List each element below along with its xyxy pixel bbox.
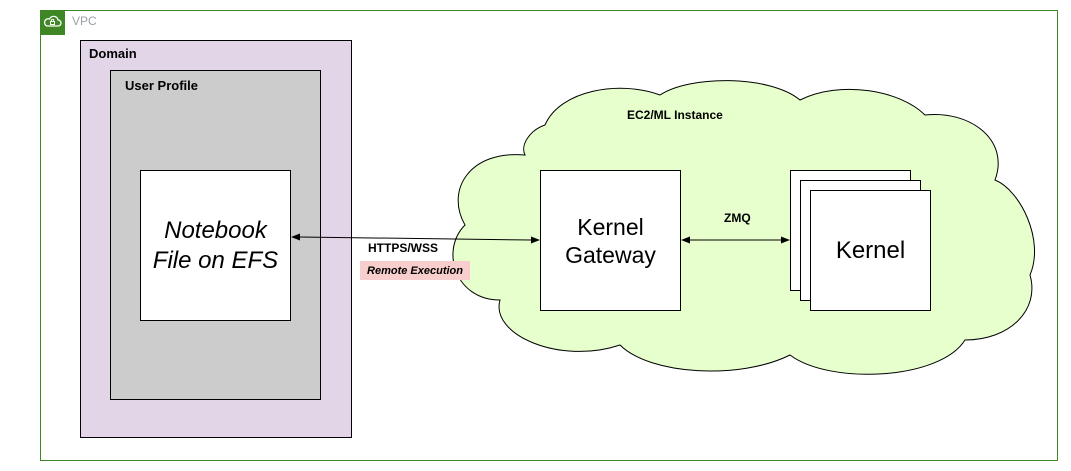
https-arrow-right <box>531 236 540 244</box>
kernel-label: Kernel <box>835 236 906 264</box>
cloud-lock-icon <box>40 10 65 35</box>
vpc-container <box>40 10 1058 461</box>
cloud-label: EC2/ML Instance <box>627 108 723 122</box>
kernel-card-front: Kernel <box>810 190 931 311</box>
zmq-arrow-left <box>681 236 690 244</box>
vpc-label: VPC <box>72 14 97 28</box>
user-profile-label: User Profile <box>125 78 198 93</box>
zmq-label: ZMQ <box>724 211 751 225</box>
notebook-label: Notebook File on EFS <box>152 216 279 274</box>
https-arrow-left <box>291 233 300 241</box>
kernel-gateway-label: Kernel Gateway <box>565 213 656 268</box>
domain-label: Domain <box>89 46 137 61</box>
https-wss-label: HTTPS/WSS <box>368 241 439 255</box>
https-connector <box>299 236 532 241</box>
remote-execution-badge: Remote Execution <box>360 261 470 280</box>
notebook-box: Notebook File on EFS <box>140 170 291 321</box>
zmq-arrow-right <box>781 236 790 244</box>
kernel-gateway-box: Kernel Gateway <box>540 170 681 311</box>
